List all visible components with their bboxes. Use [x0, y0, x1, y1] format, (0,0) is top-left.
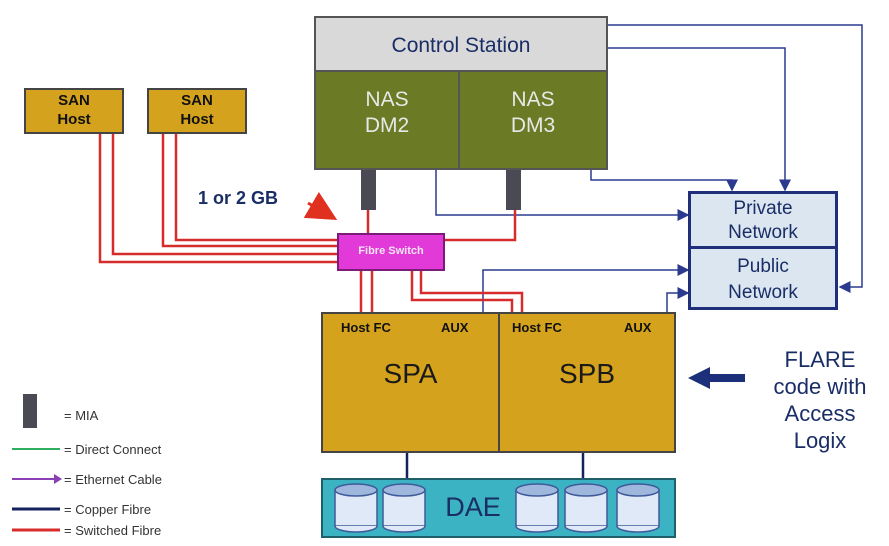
- flare-line-3: Access: [784, 401, 856, 426]
- ethernet-lines: [435, 24, 863, 312]
- nas-dm2: NAS DM2: [316, 72, 460, 168]
- copper-fibre-lines: [405, 453, 585, 478]
- spa-aux: AUX: [441, 320, 469, 335]
- fibre-switch: Fibre Switch: [337, 233, 445, 271]
- flare-arrow: [688, 367, 745, 389]
- nas-dm3-line1: NAS: [511, 88, 555, 111]
- legend-copper-label: = Copper Fibre: [64, 502, 152, 517]
- spb-aux: AUX: [624, 320, 652, 335]
- san-host-2-line2: Host: [180, 111, 214, 128]
- public-network: Public Network: [691, 252, 835, 307]
- fibre-switch-label: Fibre Switch: [358, 245, 424, 257]
- spb-label: SPB: [558, 358, 616, 389]
- dae-disks: [334, 483, 660, 533]
- legend-line-samples: [12, 448, 62, 532]
- storage-processors: Host FC AUX SPA Host FC AUX SPB: [321, 312, 676, 453]
- san-host-1-line2: Host: [57, 111, 91, 128]
- spa: Host FC AUX SPA: [323, 314, 500, 451]
- dae-label: DAE: [445, 492, 501, 522]
- flare-line-2: code with: [773, 374, 867, 399]
- legend-direct-label: = Direct Connect: [64, 442, 162, 457]
- legend-mia-symbol: [23, 394, 37, 428]
- legend-ethernet-label: = Ethernet Cable: [64, 472, 162, 487]
- nas-dm2-line1: NAS: [365, 88, 409, 111]
- spa-label: SPA: [383, 358, 438, 389]
- control-station-label: Control Station: [391, 34, 531, 57]
- legend-switched-label: = Switched Fibre: [64, 523, 162, 538]
- nas-dm3-line2: DM3: [510, 114, 556, 137]
- legend-mia-label: = MIA: [64, 408, 99, 423]
- dae: DAE: [321, 478, 676, 538]
- mia-dm3: [506, 170, 521, 210]
- flare-line-1: FLARE: [784, 347, 856, 372]
- private-network-line2: Network: [728, 222, 798, 243]
- nas-dm2-line2: DM2: [364, 114, 410, 137]
- legend: = MIA = Direct Connect = Ethernet Cable …: [8, 394, 208, 544]
- san-host-1-line1: SAN: [58, 92, 90, 109]
- san-host-1: SAN Host: [24, 88, 124, 134]
- san-host-2-line1: SAN: [181, 92, 213, 109]
- san-host-2: SAN Host: [147, 88, 247, 134]
- nas-dm3: NAS DM3: [460, 72, 606, 168]
- public-network-line2: Network: [728, 282, 798, 303]
- legend-ethernet-arrow-icon: [54, 474, 62, 484]
- public-network-line1: Public: [737, 256, 789, 277]
- disk-icon: [334, 483, 378, 533]
- network-panel: Private Network Public Network: [688, 191, 838, 310]
- control-station: Control Station NAS DM2 NAS DM3: [314, 16, 608, 170]
- spa-host-fc: Host FC: [341, 320, 391, 335]
- disk-icon: [515, 483, 559, 533]
- disk-icon: [616, 483, 660, 533]
- flare-note: FLARE code with Access Logix: [755, 346, 885, 454]
- private-network: Private Network: [691, 194, 835, 249]
- speed-arrow: [303, 191, 338, 221]
- speed-label: 1 or 2 GB: [198, 188, 279, 208]
- spb: Host FC AUX SPB: [500, 314, 674, 451]
- disk-icon: [564, 483, 608, 533]
- flare-line-4: Logix: [793, 428, 847, 453]
- spb-host-fc: Host FC: [512, 320, 562, 335]
- switched-fibre-lines: [98, 132, 524, 312]
- disk-icon: [382, 483, 426, 533]
- private-network-line1: Private: [733, 198, 793, 219]
- control-station-header: Control Station: [316, 18, 606, 72]
- mia-dm2: [361, 170, 376, 210]
